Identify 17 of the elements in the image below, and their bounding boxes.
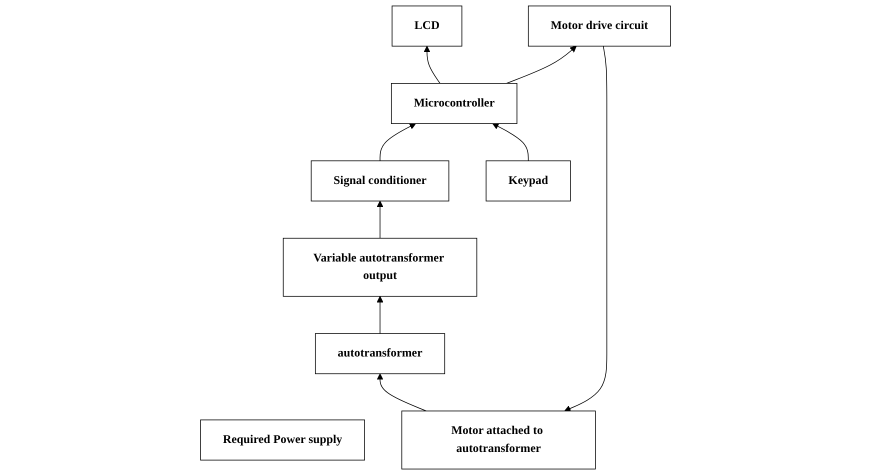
node-box: Microcontroller — [390, 83, 518, 124]
node-box: Required Power supply — [200, 420, 365, 460]
arrow — [380, 123, 416, 162]
node-box: LCD — [392, 6, 462, 47]
arrow — [376, 200, 384, 239]
arrow — [506, 46, 577, 84]
arrow — [376, 296, 384, 334]
arrow — [492, 123, 529, 162]
node-box: autotransformer — [314, 333, 446, 374]
node-box: Signal conditioner — [310, 160, 450, 202]
arrow — [424, 46, 440, 84]
arrow — [376, 373, 427, 412]
arrow — [564, 46, 608, 412]
node-box: Motor drive circuit — [528, 6, 671, 47]
node-box: Keypad — [486, 160, 571, 202]
node-box: Motor attached to autotransformer — [401, 410, 596, 470]
node-box: Variable autotransformer output — [282, 238, 478, 297]
